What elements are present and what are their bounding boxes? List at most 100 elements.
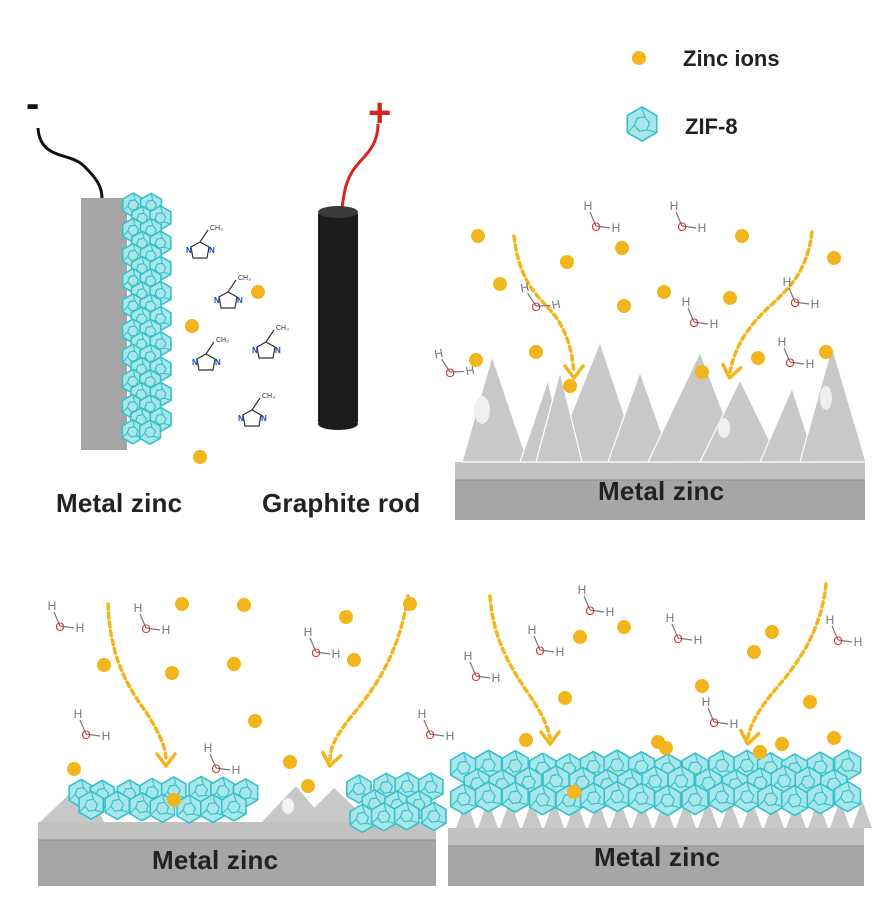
zinc-ion-dot bbox=[347, 653, 361, 667]
water-molecule: OHH bbox=[134, 601, 171, 637]
water-molecule: OHH bbox=[778, 335, 815, 371]
svg-text:O: O bbox=[677, 220, 686, 234]
svg-text:O: O bbox=[689, 316, 698, 330]
zif8-crystal-icon bbox=[833, 780, 862, 813]
svg-text:H: H bbox=[826, 613, 835, 627]
svg-text:O: O bbox=[535, 644, 544, 658]
zinc-ion-dot bbox=[751, 351, 765, 365]
svg-text:H: H bbox=[48, 599, 57, 613]
zif8-crystal-icon bbox=[528, 783, 557, 816]
zif8-crystal-icon bbox=[653, 784, 682, 817]
zinc-ion-dot bbox=[251, 285, 265, 299]
zinc-ion-dot bbox=[339, 610, 353, 624]
zinc-ion-dot bbox=[615, 241, 629, 255]
svg-text:H: H bbox=[134, 601, 143, 615]
svg-text:H: H bbox=[778, 335, 787, 349]
svg-text:H: H bbox=[551, 297, 562, 312]
zinc-ion-dot bbox=[471, 229, 485, 243]
water-molecule: OHH bbox=[464, 649, 501, 685]
svg-text:H: H bbox=[556, 645, 565, 659]
top-right-metal-slab bbox=[455, 462, 865, 520]
svg-text:CH₃: CH₃ bbox=[210, 225, 223, 232]
zinc-ion-dot bbox=[657, 285, 671, 299]
deposition-arrow bbox=[721, 230, 814, 380]
svg-text:O: O bbox=[425, 728, 434, 742]
zif8-crystal-icon bbox=[733, 781, 761, 813]
water-molecule: OHH bbox=[702, 695, 739, 731]
zinc-ion-dot bbox=[529, 345, 543, 359]
svg-text:CH₃: CH₃ bbox=[262, 393, 275, 400]
zinc-ion-dot bbox=[301, 779, 315, 793]
water-molecule: OHH bbox=[826, 613, 863, 649]
water-molecule: OHH bbox=[670, 199, 707, 235]
zif8-crystal-icon bbox=[501, 781, 529, 813]
zif8-crystal-icon bbox=[756, 783, 785, 816]
zif8-crystal-icon bbox=[393, 801, 420, 831]
svg-text:O: O bbox=[790, 296, 799, 310]
svg-text:H: H bbox=[666, 611, 675, 625]
positive-terminal-sign: + bbox=[368, 91, 392, 135]
zif8-crystal-icon bbox=[806, 782, 835, 815]
top-right-metal-zinc-label: Metal zinc bbox=[598, 476, 725, 506]
zinc-ion-dot bbox=[175, 597, 189, 611]
bottom-left-zif8-patch-right bbox=[346, 771, 447, 834]
zif8-crystal-icon bbox=[474, 780, 503, 813]
svg-text:H: H bbox=[304, 625, 313, 639]
svg-text:H: H bbox=[464, 649, 473, 663]
svg-text:N: N bbox=[238, 414, 244, 423]
svg-text:N: N bbox=[252, 346, 258, 355]
svg-text:H: H bbox=[519, 280, 530, 295]
zinc-ion-dot bbox=[67, 762, 81, 776]
zinc-ion-dot bbox=[617, 299, 631, 313]
svg-text:H: H bbox=[528, 623, 537, 637]
zinc-ion-dot bbox=[469, 353, 483, 367]
water-molecule: OHH bbox=[578, 583, 615, 619]
zif8-crystal-icon bbox=[626, 106, 658, 142]
svg-text:H: H bbox=[74, 707, 83, 721]
deposition-arrow bbox=[488, 594, 561, 746]
setup-graphite-rod-label: Graphite rod bbox=[262, 488, 421, 518]
zinc-ion-dot bbox=[283, 755, 297, 769]
zif8-crystal-icon bbox=[121, 419, 144, 445]
svg-text:O: O bbox=[141, 622, 150, 636]
zif8-crystal-icon bbox=[449, 783, 478, 815]
svg-text:H: H bbox=[418, 707, 427, 721]
deposition-arrow bbox=[321, 594, 410, 768]
svg-text:N: N bbox=[275, 346, 281, 355]
zinc-ion-dot bbox=[248, 714, 262, 728]
zif8-crystal-icon bbox=[349, 803, 376, 834]
negative-terminal-sign: - bbox=[26, 82, 40, 126]
zinc-ion-dot bbox=[723, 291, 737, 305]
svg-text:H: H bbox=[854, 635, 863, 649]
dendrite-spikes bbox=[461, 340, 867, 463]
water-molecule: OHH bbox=[74, 707, 111, 743]
zinc-ion-dot bbox=[97, 658, 111, 672]
svg-text:N: N bbox=[186, 246, 192, 255]
zinc-ion-dot bbox=[563, 379, 577, 393]
svg-text:O: O bbox=[591, 220, 600, 234]
zinc-ion-dot bbox=[827, 251, 841, 265]
deposition-arrow bbox=[106, 602, 177, 768]
svg-text:H: H bbox=[446, 729, 455, 743]
svg-text:H: H bbox=[433, 346, 444, 361]
zif8-coating-layer bbox=[121, 192, 172, 445]
zinc-ion-dot bbox=[558, 691, 572, 705]
svg-text:N: N bbox=[237, 296, 243, 305]
bottom-right-metal-slab bbox=[448, 828, 864, 886]
svg-text:H: H bbox=[102, 729, 111, 743]
svg-text:N: N bbox=[214, 296, 220, 305]
zinc-ion-dot bbox=[403, 597, 417, 611]
svg-text:H: H bbox=[76, 621, 85, 635]
svg-text:H: H bbox=[710, 317, 719, 331]
svg-text:H: H bbox=[783, 275, 792, 289]
bottom-left-zif8-patch bbox=[68, 775, 259, 824]
zinc-ion-dot bbox=[632, 51, 646, 65]
zif8-crystal-icon bbox=[420, 801, 447, 832]
svg-text:H: H bbox=[332, 647, 341, 661]
